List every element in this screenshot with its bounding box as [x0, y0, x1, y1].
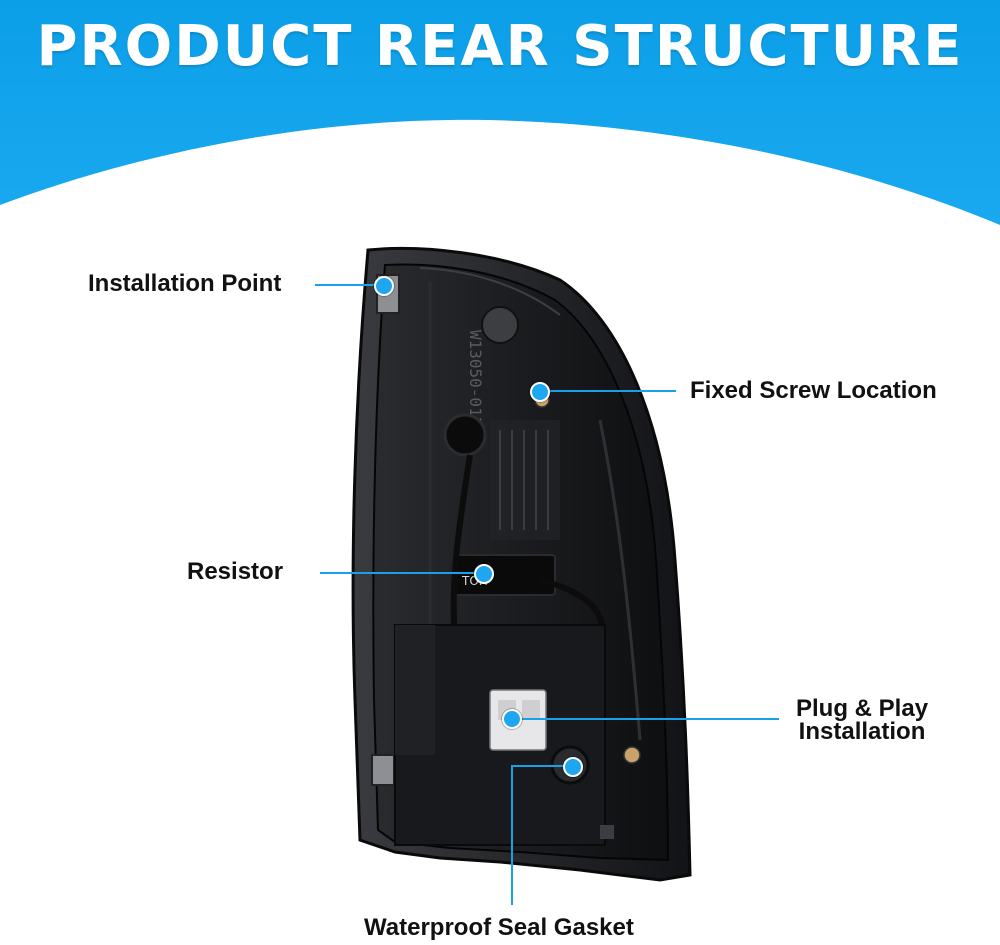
page-title: PRODUCT REAR STRUCTURE: [36, 14, 964, 79]
resistor-leader: [320, 572, 482, 574]
installation-point-leader: [315, 284, 383, 286]
plug-and-play-label-line1: Plug & Play: [796, 695, 929, 722]
fixed-screw-leader: [543, 390, 676, 392]
resistor-label: Resistor: [187, 558, 284, 585]
installation-point-marker-icon: [374, 276, 394, 296]
plug-and-play-label-line2: Installation: [798, 718, 926, 745]
header-banner: [0, 0, 1000, 225]
waterproof-seal-gasket-label: Waterproof Seal Gasket: [364, 914, 634, 941]
installation-point-label: Installation Point: [88, 270, 282, 297]
waterproof-seal-marker-icon: [563, 757, 583, 777]
fixed-screw-marker-icon: [530, 382, 550, 402]
resistor-marker-icon: [474, 564, 494, 584]
waterproof-seal-leader-vertical: [511, 765, 513, 905]
housing-marking: W13050-0133: [466, 330, 485, 436]
fixed-screw-location-label: Fixed Screw Location: [690, 377, 937, 404]
plug-and-play-label: Plug & Play Installation: [796, 695, 929, 745]
plug-and-play-leader: [511, 718, 779, 720]
plug-and-play-marker-icon: [502, 709, 522, 729]
waterproof-seal-leader-horizontal: [511, 765, 571, 767]
